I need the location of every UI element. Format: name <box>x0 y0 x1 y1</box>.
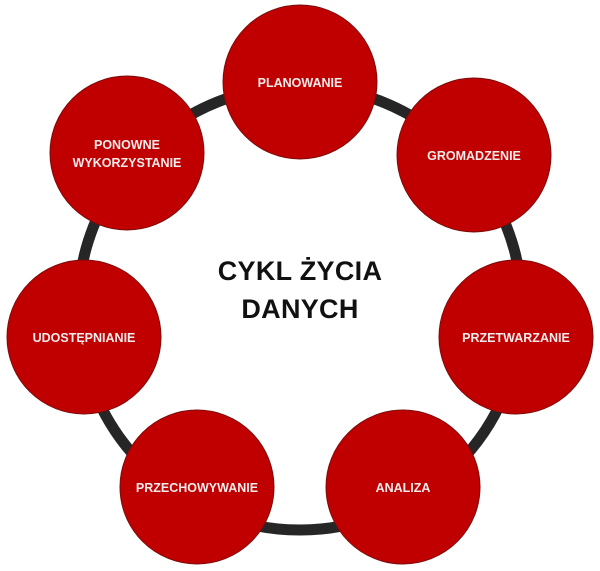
stage-label: PLANOWANIE <box>258 76 343 90</box>
stage-label: GROMADZENIE <box>427 149 521 163</box>
diagram-title-line1: CYKL ŻYCIA <box>217 256 383 286</box>
stage-node-analiza: ANALIZA <box>325 409 481 565</box>
stage-label-line2: WYKORZYSTANIE <box>73 156 182 170</box>
stage-label-line1: PONOWNE <box>94 138 160 152</box>
stage-node-przetwarzanie: PRZETWARZANIE <box>438 259 594 415</box>
stage-label: UDOSTĘPNIANIE <box>33 331 136 345</box>
diagram-title-line2: DANYCH <box>241 294 359 324</box>
stage-node-przechowywanie: PRZECHOWYWANIE <box>119 409 275 565</box>
stage-node-planowanie: PLANOWANIE <box>222 4 378 160</box>
stage-node-ponowne-wykorzystanie: PONOWNE WYKORZYSTANIE <box>49 75 205 231</box>
diagram-title: CYKL ŻYCIA DANYCH <box>150 252 450 328</box>
stage-node-gromadzenie: GROMADZENIE <box>396 77 552 233</box>
stage-label: PRZECHOWYWANIE <box>136 481 258 495</box>
stage-label: ANALIZA <box>376 481 431 495</box>
stage-node-udostepnianie: UDOSTĘPNIANIE <box>6 259 162 415</box>
stage-label: PRZETWARZANIE <box>462 331 570 345</box>
